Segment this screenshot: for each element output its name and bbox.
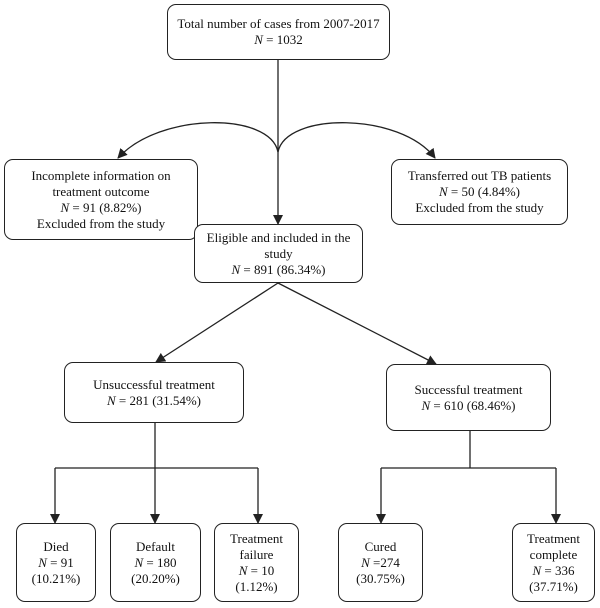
eligible-box: Eligible and included in the study N = 8… [194, 224, 363, 283]
cured-n: N =274 [361, 554, 400, 570]
transferred-n: N = 50 (4.84%) [439, 184, 520, 199]
total-title: Total number of cases from 2007-2017 [177, 16, 380, 31]
cured-percent: (30.75%) [356, 570, 405, 586]
incomplete-line2: treatment outcome [52, 183, 150, 199]
treatment-complete-box: Treatment complete N = 336 (37.71%) [512, 523, 595, 602]
died-percent: (10.21%) [31, 570, 81, 586]
default-percent: (20.20%) [131, 570, 180, 586]
died-n: N = 91 [38, 554, 74, 570]
default-box: Default N = 180 (20.20%) [110, 523, 201, 602]
unsuccessful-box: Unsuccessful treatment N = 281 (31.54%) [64, 362, 244, 423]
default-title: Default [136, 538, 175, 554]
died-title: Died [43, 538, 69, 554]
successful-title: Successful treatment [414, 381, 523, 397]
transferred-title: Transferred out TB patients [407, 168, 552, 183]
failure-percent: (1.12%) [235, 578, 278, 594]
incomplete-info-box: Incomplete information on treatment outc… [4, 159, 198, 240]
arrow-to-unsuccessful [155, 282, 279, 363]
arrow-to-successful [277, 282, 437, 365]
complete-line1: Treatment [527, 530, 580, 546]
unsuccessful-title: Unsuccessful treatment [93, 376, 215, 392]
failure-line2: failure [239, 546, 274, 562]
incomplete-n: N = 91 (8.82%) [60, 199, 142, 215]
default-n: N = 180 [134, 554, 177, 570]
transferred-excluded: Excluded from the study [415, 200, 544, 215]
cured-box: Cured N =274 (30.75%) [338, 523, 423, 602]
unsuccessful-n: N = 281 (31.54%) [107, 392, 201, 408]
complete-n: N = 336 [532, 562, 575, 578]
total-n: N = 1032 [254, 32, 303, 47]
total-cases-box: Total number of cases from 2007-2017 N =… [167, 4, 390, 60]
incomplete-line1: Incomplete information on [31, 167, 171, 183]
complete-line2: complete [529, 546, 578, 562]
eligible-line2: study [264, 245, 293, 261]
incomplete-excluded: Excluded from the study [36, 215, 166, 231]
arrow-to-incomplete [117, 122, 279, 159]
eligible-line1: Eligible and included in the [206, 229, 351, 245]
successful-n: N = 610 (68.46%) [421, 397, 516, 413]
failure-n: N = 10 [238, 562, 275, 578]
eligible-n: N = 891 (86.34%) [231, 261, 326, 277]
failure-line1: Treatment [230, 530, 283, 546]
transferred-out-box: Transferred out TB patients N = 50 (4.84… [391, 159, 568, 225]
treatment-failure-box: Treatment failure N = 10 (1.12%) [214, 523, 299, 602]
arrow-to-transferred [277, 122, 436, 159]
died-box: Died N = 91 (10.21%) [16, 523, 96, 602]
successful-box: Successful treatment N = 610 (68.46%) [386, 364, 551, 431]
cured-title: Cured [364, 538, 397, 554]
complete-percent: (37.71%) [529, 578, 578, 594]
